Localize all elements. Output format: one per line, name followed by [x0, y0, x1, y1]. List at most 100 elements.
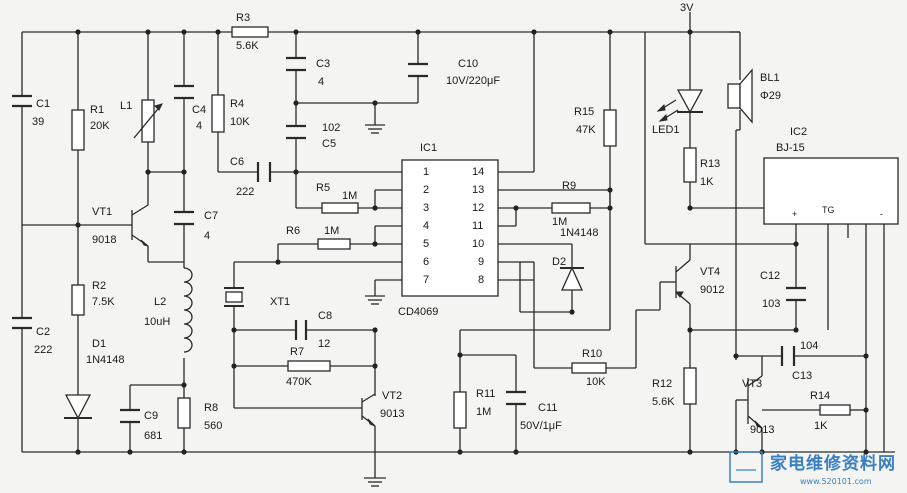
label-c8: C8 — [318, 310, 333, 322]
label-ic2-pin-tg: TG — [822, 205, 835, 215]
label-l2-value: 10uH — [144, 316, 171, 328]
label-vt4-part: 9012 — [700, 284, 725, 296]
ic1-pin: 13 — [472, 184, 485, 196]
label-c2: C2 — [36, 326, 51, 338]
label-c12-value: 103 — [762, 298, 781, 310]
label-c4: C4 — [192, 104, 207, 116]
label-c9-value: 681 — [144, 430, 163, 442]
label-r6-value: 1M — [324, 225, 340, 237]
label-c6: C6 — [230, 156, 245, 168]
watermark-text: 家电维修资料网 — [770, 454, 896, 474]
label-c5-value: 102 — [322, 122, 341, 134]
label-c11: C11 — [538, 402, 558, 414]
ic1-pin: 10 — [472, 238, 485, 250]
label-c9: C9 — [144, 410, 159, 422]
ic1-pin: 9 — [478, 256, 485, 268]
inductor-l1 — [133, 99, 163, 143]
watermark-url: www.520101.com — [800, 477, 872, 486]
crystal-xt1 — [224, 287, 244, 307]
label-c4-value: 4 — [196, 120, 203, 132]
ic1-pin: 6 — [423, 256, 430, 268]
label-r13-value: 1K — [700, 176, 714, 188]
diode-d2 — [560, 266, 584, 291]
label-vt4: VT4 — [700, 266, 721, 278]
label-vt2-part: 9013 — [380, 408, 405, 420]
label-r9: R9 — [562, 180, 577, 192]
diode-d1 — [64, 394, 92, 420]
ic1-pin: 3 — [423, 202, 430, 214]
label-d2: D2 — [552, 256, 567, 268]
ic2-body — [763, 157, 899, 225]
label-vt1: VT1 — [92, 206, 113, 218]
label-r10: R10 — [582, 348, 603, 360]
label-r15: R15 — [574, 106, 595, 118]
label-c8-value: 12 — [318, 338, 331, 350]
label-bl1-size: Φ29 — [760, 90, 782, 102]
inductor-l2 — [183, 267, 193, 353]
label-r7-value: 470K — [286, 376, 312, 388]
label-c6-value: 222 — [236, 186, 255, 198]
label-c10: C10 — [458, 58, 479, 70]
label-r5: R5 — [316, 182, 331, 194]
ic1-pin: 1 — [423, 166, 430, 178]
label-r7: R7 — [290, 346, 305, 358]
label-r2: R2 — [92, 280, 107, 292]
label-r6: R6 — [286, 225, 301, 237]
label-c3-value: 4 — [318, 76, 325, 88]
label-r3-value: 5.6K — [236, 40, 259, 52]
label-ic1: IC1 — [420, 142, 438, 154]
label-c7-value: 4 — [204, 230, 211, 242]
ic1-pin: 2 — [423, 184, 430, 196]
label-c7: C7 — [204, 210, 219, 222]
label-supply: 3V — [680, 2, 694, 14]
label-ic2-pin-plus: + — [792, 209, 798, 219]
label-l2: L2 — [154, 296, 167, 308]
label-r8: R8 — [204, 402, 219, 414]
label-r9-value: 1M — [552, 216, 568, 228]
label-c13: C13 — [792, 370, 813, 382]
label-c3: C3 — [316, 58, 331, 70]
label-r14: R14 — [810, 390, 831, 402]
label-ic2: IC2 — [790, 126, 808, 138]
label-led1: LED1 — [652, 124, 680, 136]
label-c2-value: 222 — [34, 344, 53, 356]
label-r13: R13 — [700, 158, 721, 170]
label-r11: R11 — [476, 388, 496, 400]
label-ic2-pin-minus: - — [880, 209, 883, 219]
watermark-logo — [729, 451, 763, 483]
label-c1-value: 39 — [32, 116, 45, 128]
junctions — [75, 29, 869, 455]
label-r11-value: 1M — [476, 406, 492, 418]
speaker-bl1 — [727, 68, 753, 124]
label-d1-part: 1N4148 — [86, 354, 125, 366]
label-bl1: BL1 — [760, 72, 780, 84]
label-r3: R3 — [236, 12, 251, 24]
capacitors — [12, 56, 806, 424]
label-c10-value: 10V/220μF — [446, 75, 501, 87]
label-r15-value: 47K — [576, 124, 596, 136]
label-r8-value: 560 — [204, 420, 223, 432]
label-vt3-part: 9013 — [750, 424, 775, 436]
ic1-pin: 4 — [423, 220, 430, 232]
ic1-pin: 14 — [472, 166, 485, 178]
ic1-pin: 12 — [472, 202, 485, 214]
label-r5-value: 1M — [342, 190, 358, 202]
label-r1-value: 20K — [90, 120, 110, 132]
label-vt3: VT3 — [742, 378, 763, 390]
label-r4: R4 — [230, 98, 245, 110]
label-r12-value: 5.6K — [652, 396, 675, 408]
label-xt1: XT1 — [270, 296, 291, 308]
label-ic2-part: BJ-15 — [776, 142, 805, 154]
label-r1: R1 — [90, 104, 105, 116]
label-r12: R12 — [652, 378, 673, 390]
label-c13-value: 104 — [800, 340, 819, 352]
label-d2-part: 1N4148 — [560, 227, 599, 239]
label-vt1-part: 9018 — [92, 234, 117, 246]
ic1-pin: 5 — [423, 238, 430, 250]
resistors — [71, 26, 851, 429]
ic1-pin: 8 — [478, 274, 485, 286]
label-r10-value: 10K — [586, 376, 606, 388]
ground-symbols — [364, 124, 386, 487]
